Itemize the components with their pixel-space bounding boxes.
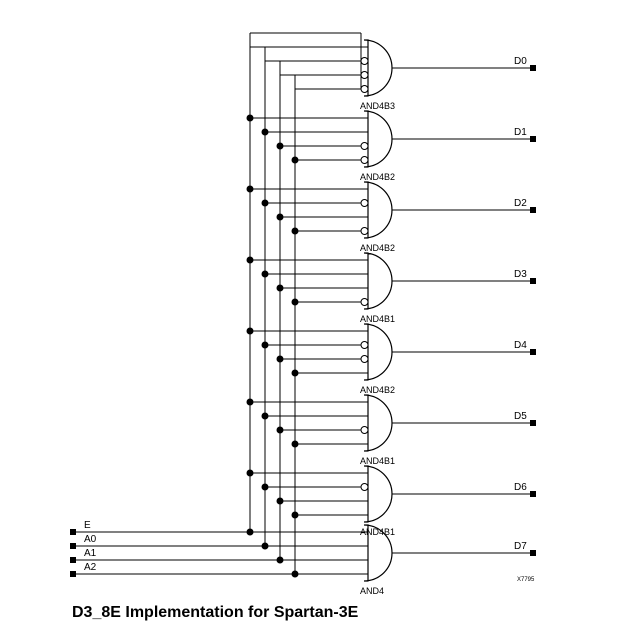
inversion-bubble [360,57,369,65]
gate-type-d1: AND4B2 [360,172,395,182]
junction-dot [291,227,299,235]
wires [73,32,530,575]
junction-dot [276,426,284,434]
output-pad-d2 [530,207,536,213]
output-pad-d4 [530,349,536,355]
inversion-bubble [360,227,369,235]
input-label-a0: A0 [84,534,97,545]
junction-dot [246,256,254,264]
junction-dot [276,142,284,150]
junction-dot [276,213,284,221]
junction-dot [246,327,254,335]
and-gate-d1 [363,110,393,168]
gate-type-d7: AND4 [360,586,384,596]
inversion-bubble [360,341,369,349]
output-pad-d5 [530,420,536,426]
gate-type-d3: AND4B1 [360,314,395,324]
output-pad-d7 [530,550,536,556]
and-gate-d6 [363,465,393,523]
inversion-bubble [360,71,369,79]
junction-dot [246,528,254,536]
output-label-d0: D0 [514,56,527,67]
output-label-d6: D6 [514,482,527,493]
junction-dot [261,542,269,550]
junction-dot [261,483,269,491]
and-gate-d5 [363,394,393,452]
gate-type-d2: AND4B2 [360,243,395,253]
input-label-a2: A2 [84,562,97,573]
gate-type-d5: AND4B1 [360,456,395,466]
input-pad-e [70,529,76,535]
output-label-d5: D5 [514,411,527,422]
gates [360,39,393,582]
labels: EA0A1A2D0AND4B3D1AND4B2D2AND4B2D3AND4B1D… [70,56,536,596]
gate-type-d0: AND4B3 [360,101,395,111]
junction-dot [261,341,269,349]
junction-dot [291,570,299,578]
junction-dots [246,114,299,578]
junction-dot [246,398,254,406]
output-pad-d0 [530,65,536,71]
input-pad-a0 [70,543,76,549]
junction-dot [261,128,269,136]
junction-dot [276,355,284,363]
gate-type-d4: AND4B2 [360,385,395,395]
junction-dot [291,440,299,448]
junction-dot [261,270,269,278]
inversion-bubble [360,156,369,164]
inversion-bubble [360,85,369,93]
junction-dot [246,114,254,122]
junction-dot [291,511,299,519]
and-gate-d2 [363,181,393,239]
junction-dot [276,497,284,505]
junction-dot [246,185,254,193]
junction-dot [276,556,284,564]
junction-dot [291,369,299,377]
and-gate-d7 [363,524,393,582]
junction-dot [261,199,269,207]
input-pad-a2 [70,571,76,577]
decoder-schematic: EA0A1A2D0AND4B3D1AND4B2D2AND4B2D3AND4B1D… [70,32,536,596]
input-pad-a1 [70,557,76,563]
output-label-d1: D1 [514,127,527,138]
inversion-bubble [360,355,369,363]
junction-dot [291,298,299,306]
junction-dot [261,412,269,420]
inversion-bubble [360,483,369,491]
inversion-bubble [360,298,369,306]
output-pad-d3 [530,278,536,284]
junction-dot [246,469,254,477]
output-pad-d6 [530,491,536,497]
input-label-a1: A1 [84,548,97,559]
output-label-d7: D7 [514,541,527,552]
and-gate-d3 [363,252,393,310]
junction-dot [276,284,284,292]
caption: D3_8E Implementation for Spartan-3E [72,604,359,621]
inversion-bubble [360,426,369,434]
gate-type-d6: AND4B1 [360,527,395,537]
junction-dot [291,156,299,164]
output-label-d2: D2 [514,198,527,209]
output-label-d4: D4 [514,340,527,351]
and-gate-d0 [363,39,393,97]
input-label-e: E [84,520,91,531]
output-pad-d1 [530,136,536,142]
inversion-bubble [360,142,369,150]
output-label-d3: D3 [514,269,527,280]
inversion-bubble [360,199,369,207]
and-gate-d4 [363,323,393,381]
figure-id: X7795 [517,577,535,583]
